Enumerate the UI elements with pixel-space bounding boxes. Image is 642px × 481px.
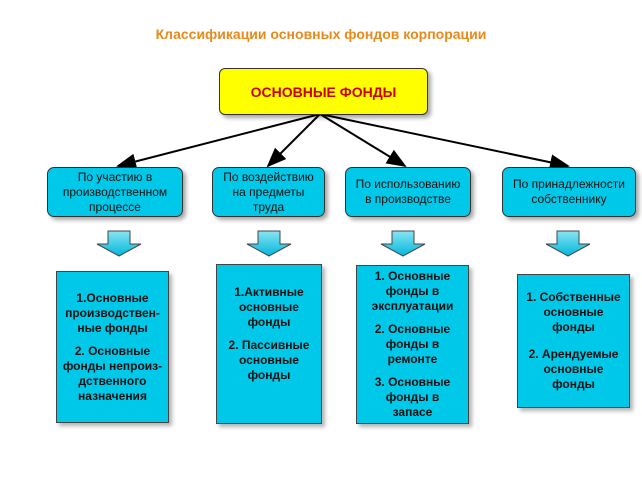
detail-item: 2. Основные фонды в ремонте (374, 322, 451, 366)
diagram-title: Классификации основных фондов корпорации (155, 26, 487, 42)
connector-line-1 (116, 113, 321, 170)
detail-item: 1.Основные производствен- ные фонды (65, 290, 160, 335)
category-ownership: По принадлежности собственнику (502, 167, 636, 217)
connector-line-2 (266, 113, 321, 168)
detail-item: 2. Пассивные основные фонды (228, 338, 310, 382)
detail-box-impact: 1.Активные основные фонды 2. Пассивные о… (216, 264, 322, 424)
block-arrow-1 (96, 230, 142, 257)
detail-item: 1.Активные основные фонды (234, 285, 304, 329)
block-arrow-2 (246, 230, 292, 257)
detail-item: 2. Арендуемые основные фонды (528, 347, 619, 391)
connector-line-3 (319, 113, 407, 168)
detail-item: 1. Собственные основные фонды (526, 290, 621, 334)
detail-box-usage: 1. Основные фонды в эксплуатации 2. Осно… (356, 265, 469, 424)
detail-item: 3. Основные фонды в запасе (374, 375, 451, 419)
block-arrow-3 (380, 230, 426, 257)
block-arrow-4 (545, 230, 591, 257)
detail-item: 1. Основные фонды в эксплуатации (371, 269, 454, 313)
category-participation: По участию в производственном процессе (47, 167, 183, 217)
category-impact: По воздействию на предметы труда (212, 167, 325, 217)
detail-box-ownership: 1. Собственные основные фонды 2. Арендуе… (517, 274, 630, 408)
root-node-fixed-assets: ОСНОВНЫЕ ФОНДЫ (219, 68, 428, 115)
connector-line-4 (319, 113, 570, 171)
detail-item: 2. Основные фонды непроиз- дственного на… (62, 343, 163, 403)
detail-box-participation: 1.Основные производствен- ные фонды 2. О… (56, 271, 169, 423)
category-usage: По использованию в производстве (345, 167, 471, 217)
